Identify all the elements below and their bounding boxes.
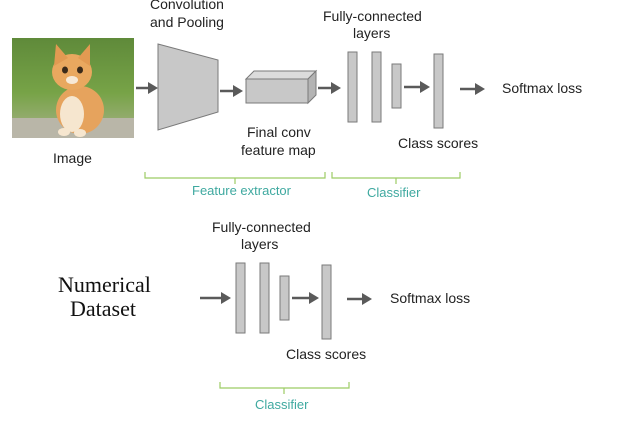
class-scores-layer: [433, 53, 444, 129]
cat-image: [12, 38, 134, 138]
conv-pooling-block: [157, 43, 219, 131]
fc-bottom-layer-1: [235, 262, 246, 334]
arrow-conv-to-featuremap: [220, 85, 243, 97]
fc-label-line2: layers: [353, 25, 390, 41]
fc-bottom-layer-2: [259, 262, 270, 334]
fc-label-line1: Fully-connected: [323, 8, 422, 24]
arrow-image-to-conv: [136, 82, 158, 94]
class-scores-bottom-layer: [321, 264, 332, 340]
arrow-scores-bottom-to-softmax: [347, 293, 372, 305]
arrow-dataset-to-fc: [200, 292, 231, 304]
class-scores-bottom-label: Class scores: [286, 346, 366, 362]
fc-layer-2: [371, 51, 382, 123]
class-scores-label: Class scores: [398, 135, 478, 151]
classifier-bracket-top: [331, 172, 461, 184]
conv-label-line1: Convolution: [150, 0, 224, 12]
feature-extractor-bracket: [144, 172, 326, 184]
conv-label-line2: and Pooling: [150, 14, 224, 30]
final-conv-feature-map: [244, 69, 318, 105]
classifier-label-top: Classifier: [367, 185, 421, 200]
fc-bottom-layer-3: [279, 275, 290, 321]
fc-bottom-label-line2: layers: [241, 236, 278, 252]
final-conv-label-line1: Final conv: [247, 124, 311, 140]
numerical-label-line2: Dataset: [70, 296, 136, 321]
fc-bottom-label-line1: Fully-connected: [212, 219, 311, 235]
numerical-label-line1: Numerical: [58, 272, 151, 297]
fc-layer-3: [391, 63, 402, 109]
feature-extractor-label: Feature extractor: [192, 183, 292, 198]
fc-layer-1: [347, 51, 358, 123]
image-label: Image: [53, 150, 92, 166]
arrow-fc-bottom-to-scores: [292, 292, 319, 304]
arrow-featuremap-to-fc: [318, 82, 341, 94]
softmax-loss-bottom-label: Softmax loss: [390, 290, 470, 306]
arrow-fc-to-scores: [404, 81, 430, 93]
classifier-label-bottom: Classifier: [255, 397, 309, 412]
classifier-bracket-bottom: [219, 382, 350, 394]
final-conv-label-line2: feature map: [241, 142, 316, 158]
softmax-loss-label: Softmax loss: [502, 80, 582, 96]
arrow-scores-to-softmax: [460, 83, 485, 95]
